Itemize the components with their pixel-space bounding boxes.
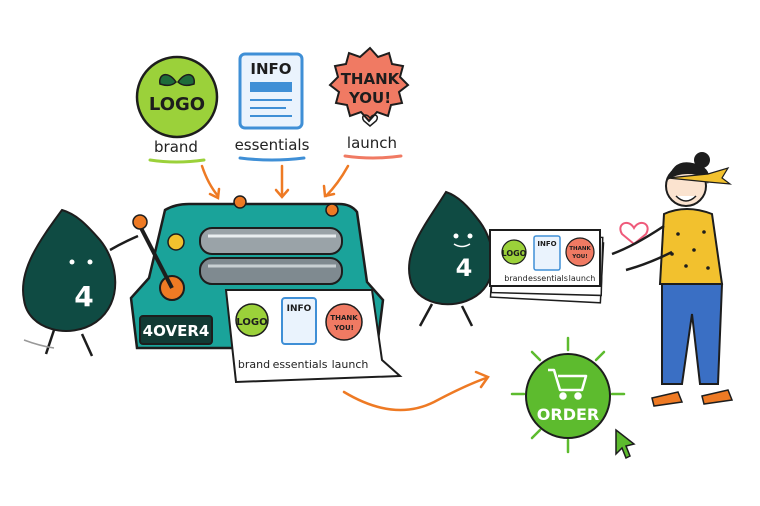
carrier-character: 4 bbox=[408, 190, 494, 327]
arrow-icon bbox=[200, 164, 350, 200]
order-burst bbox=[510, 336, 626, 454]
info-sticker: INFO bbox=[238, 52, 304, 130]
sticker-stack: LOGO INFO THANK YOU! brand essentials la… bbox=[489, 229, 605, 304]
arrow-icon bbox=[342, 370, 490, 412]
sheet-info-text: INFO bbox=[287, 304, 312, 314]
thanks-sticker-line2: YOU! bbox=[348, 89, 391, 107]
heart-icon bbox=[619, 221, 649, 246]
stack-brand-caption: brand bbox=[504, 274, 527, 283]
printed-sheet: LOGO INFO THANK YOU! brand essentials la… bbox=[224, 289, 403, 384]
thanks-sticker-line1: THANK bbox=[341, 70, 401, 88]
cursor-icon bbox=[615, 428, 636, 460]
stack-launch-caption: launch bbox=[569, 274, 596, 283]
leaf-icon bbox=[159, 73, 195, 87]
sheet-logo-text: LOGO bbox=[236, 317, 267, 328]
order-button[interactable]: ORDER bbox=[510, 336, 626, 454]
mascot-number: 4 bbox=[74, 280, 93, 313]
essentials-caption: essentials bbox=[235, 136, 310, 154]
sheet-thanks-line1: THANK bbox=[330, 314, 358, 322]
carrier-number: 4 bbox=[456, 254, 473, 282]
mascot-character: 4 bbox=[22, 208, 139, 357]
cart-icon bbox=[548, 368, 588, 400]
sheet-brand-caption: brand bbox=[238, 358, 270, 371]
heart-icon bbox=[361, 114, 379, 127]
sheet-thanks-line2: YOU! bbox=[333, 324, 354, 332]
stack-thanks-line2: YOU! bbox=[571, 254, 587, 260]
machine-brand-plate: 4OVER4 bbox=[143, 322, 210, 340]
launch-caption: launch bbox=[347, 134, 397, 152]
launch-underline bbox=[343, 154, 403, 160]
logo-sticker-text: LOGO bbox=[149, 94, 205, 115]
stack-info-text: INFO bbox=[537, 240, 556, 248]
thanks-sticker: THANK YOU! bbox=[328, 46, 410, 127]
logo-sticker: LOGO bbox=[135, 55, 219, 139]
brand-caption: brand bbox=[154, 138, 198, 156]
order-button-label: ORDER bbox=[537, 405, 599, 424]
sheet-essentials-caption: essentials bbox=[273, 358, 328, 371]
stack-logo-text: LOGO bbox=[502, 249, 527, 258]
info-sticker-text: INFO bbox=[250, 60, 291, 78]
sheet-launch-caption: launch bbox=[332, 358, 369, 371]
stack-essentials-caption: essentials bbox=[528, 274, 568, 283]
brand-underline bbox=[148, 158, 206, 164]
stack-thanks-line1: THANK bbox=[569, 246, 591, 252]
customer-character bbox=[611, 152, 734, 407]
essentials-underline bbox=[238, 156, 306, 162]
